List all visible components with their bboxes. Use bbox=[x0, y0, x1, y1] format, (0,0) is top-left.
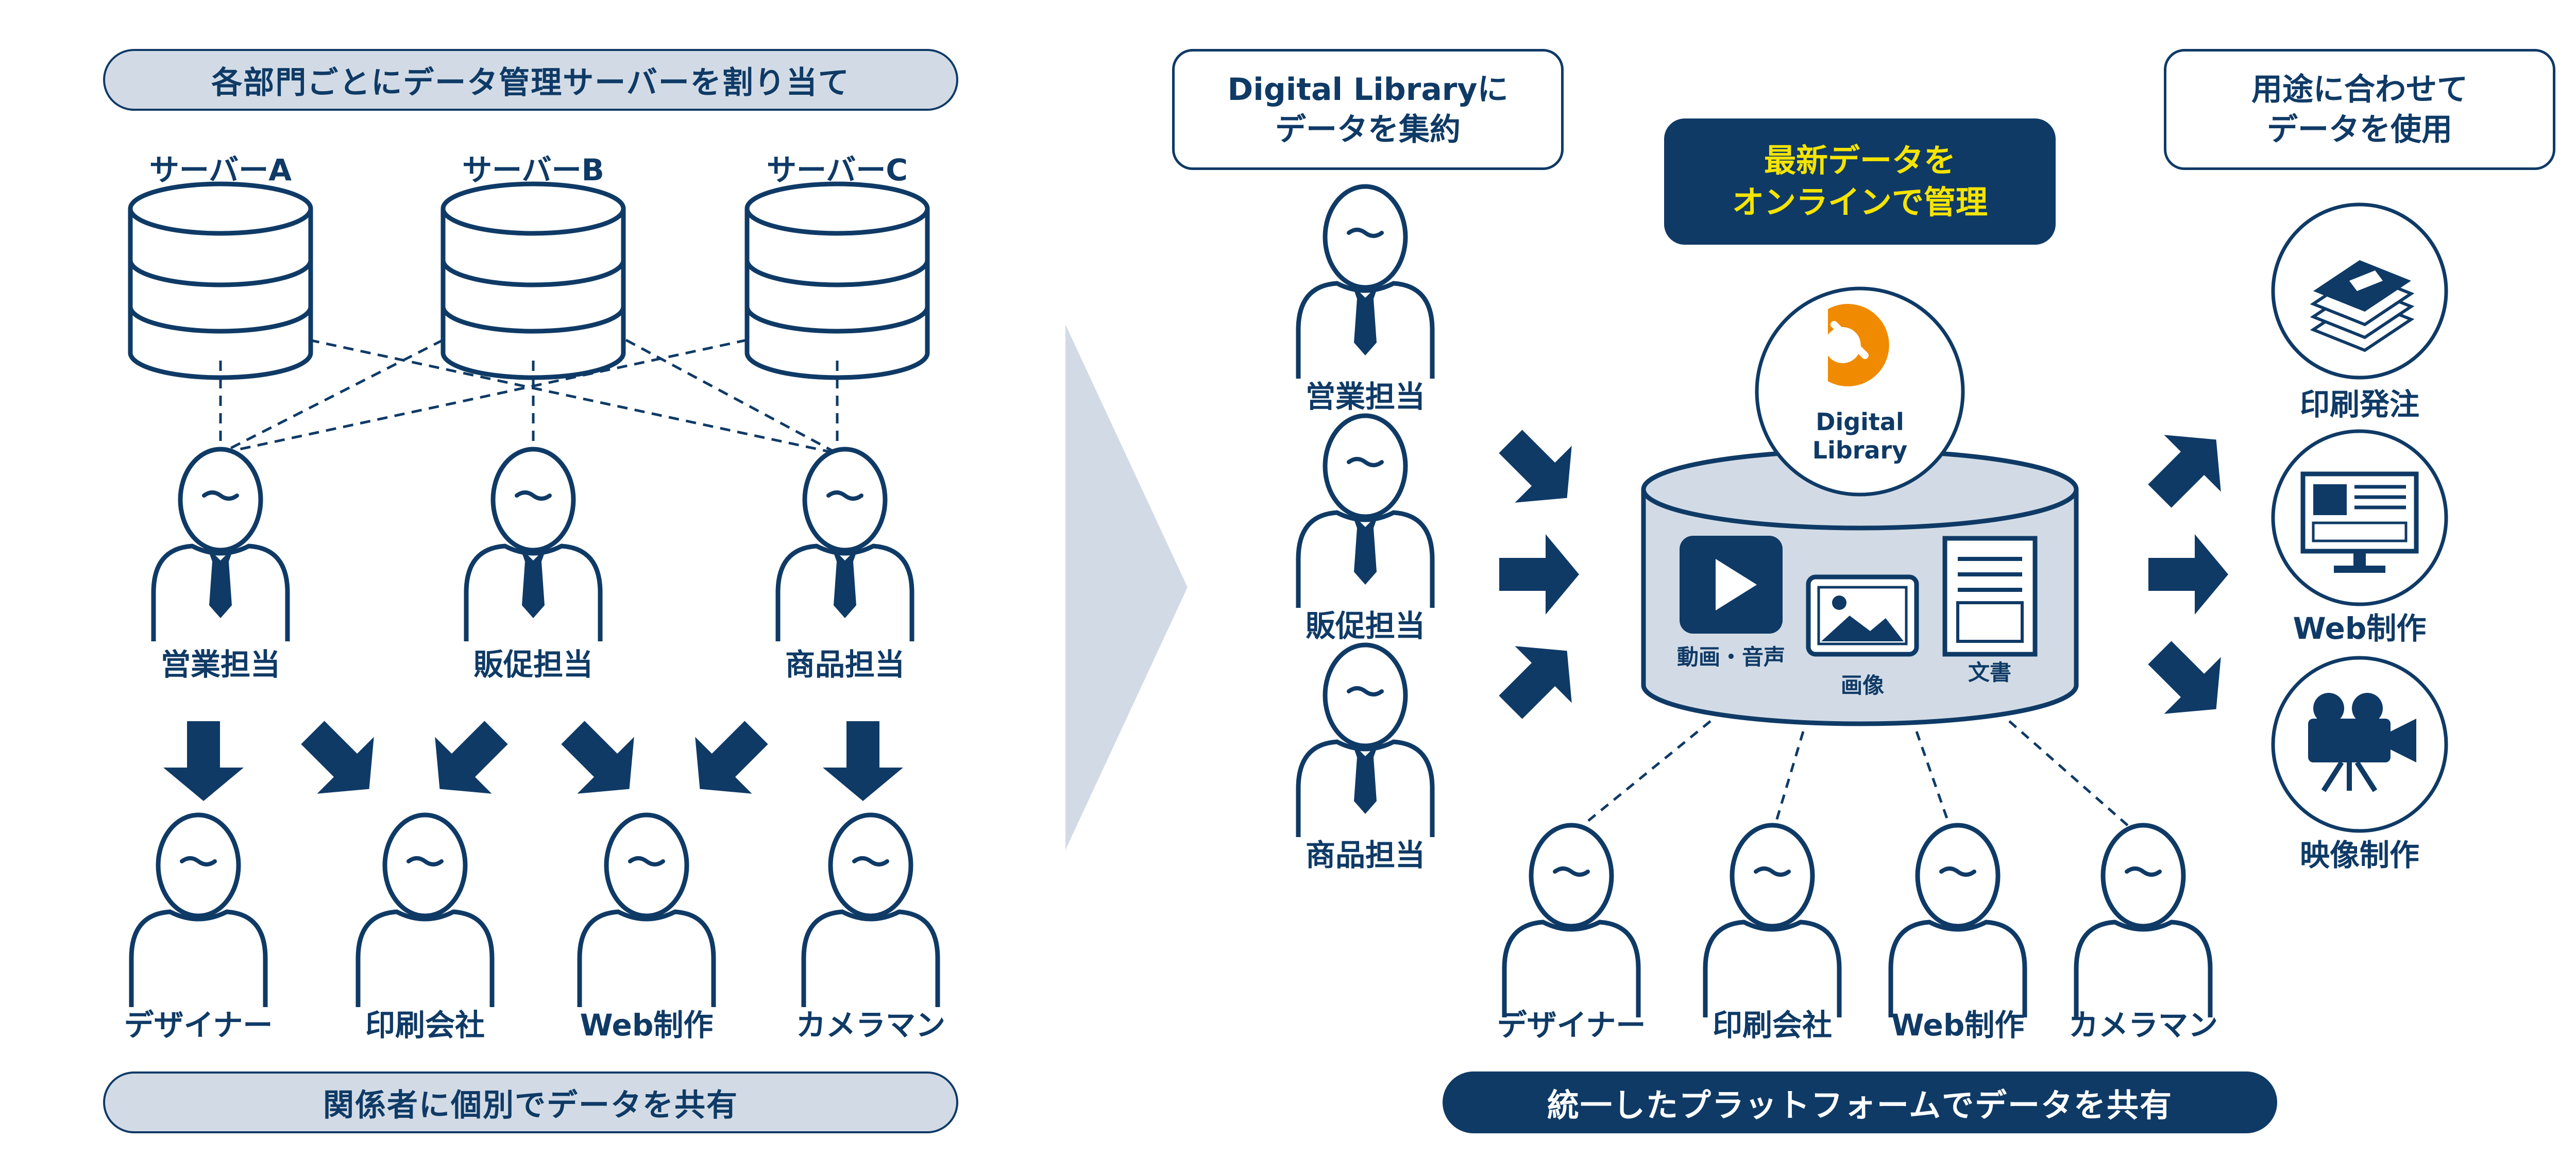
right-camera-icon bbox=[2076, 825, 2210, 1017]
left-partner-camera-label: カメラマン bbox=[796, 1008, 945, 1043]
left-partner-web-label: Web制作 bbox=[580, 1008, 714, 1043]
digital-library-logo bbox=[1755, 286, 1965, 497]
server-c-label: サーバーC bbox=[767, 152, 908, 188]
right-partner-designer-label: デザイナー bbox=[1497, 1008, 1646, 1043]
partner-connections bbox=[1570, 720, 2139, 836]
right-partner-printer-label: 印刷会社 bbox=[1713, 1008, 1832, 1043]
video-camera-icon bbox=[2271, 656, 2448, 833]
right-bottom-banner: 統一したプラットフォームでデータを共有 bbox=[1443, 1071, 2277, 1133]
left-staff-promo-label: 販促担当 bbox=[473, 647, 593, 682]
left-partner-printer-label: 印刷会社 bbox=[365, 1008, 485, 1043]
right-partner-camera-label: カメラマン bbox=[2069, 1008, 2218, 1043]
play-icon bbox=[1680, 536, 1783, 634]
right-sales-staff-icon bbox=[1298, 186, 1432, 379]
left-staff-product-label: 商品担当 bbox=[785, 647, 905, 682]
right-promo-staff-icon bbox=[1298, 416, 1432, 608]
content-video-label: 動画・音声 bbox=[1677, 644, 1785, 670]
manage-box-line2: オンラインで管理 bbox=[1732, 183, 1988, 221]
logo-text-line1: Digital bbox=[1816, 408, 1904, 436]
left-camera-icon bbox=[804, 815, 938, 1007]
image-icon bbox=[1806, 574, 1919, 657]
right-printer-icon bbox=[1705, 825, 1839, 1017]
right-staff-sales-label: 営業担当 bbox=[1306, 379, 1425, 414]
server-b-label: サーバーB bbox=[462, 152, 604, 188]
logo-text-line2: Library bbox=[1812, 436, 1907, 464]
server-connections bbox=[219, 338, 839, 455]
collect-box-line1: Digital Libraryに bbox=[1227, 71, 1509, 108]
right-staff-product-label: 商品担当 bbox=[1306, 838, 1425, 873]
left-distribution-arrows bbox=[163, 704, 903, 818]
left-designer-icon bbox=[131, 815, 265, 1007]
flow-chevron bbox=[1065, 325, 1188, 850]
left-top-banner: 各部門ごとにデータ管理サーバーを割り当て bbox=[103, 49, 958, 111]
left-partner-designer-label: デザイナー bbox=[124, 1008, 273, 1043]
content-image-label: 画像 bbox=[1841, 673, 1884, 698]
use-video-label: 映像制作 bbox=[2300, 838, 2419, 873]
right-staff-promo-label: 販促担当 bbox=[1306, 608, 1425, 643]
manage-box: 最新データを オンラインで管理 bbox=[1664, 118, 2056, 245]
promo-staff-icon bbox=[466, 449, 600, 641]
collect-box-line2: データを集約 bbox=[1275, 111, 1461, 148]
server-b-icon bbox=[443, 184, 623, 378]
manage-box-line1: 最新データを bbox=[1764, 141, 1956, 179]
printed-stack-icon bbox=[2271, 202, 2448, 380]
server-c-icon bbox=[747, 184, 927, 378]
product-staff-icon bbox=[778, 449, 912, 641]
right-web-icon bbox=[1891, 825, 2025, 1017]
use-print-label: 印刷発注 bbox=[2300, 387, 2419, 422]
use-box: 用途に合わせて データを使用 bbox=[2164, 49, 2555, 170]
use-box-line2: データを使用 bbox=[2267, 111, 2452, 148]
right-partner-web-label: Web制作 bbox=[1891, 1008, 2025, 1043]
outbound-arrows bbox=[2131, 411, 2245, 738]
server-a-icon bbox=[130, 184, 311, 378]
left-staff-sales-label: 営業担当 bbox=[161, 647, 280, 682]
left-printer-icon bbox=[358, 815, 492, 1007]
use-web-label: Web制作 bbox=[2293, 611, 2427, 646]
inbound-arrows bbox=[1482, 413, 1596, 736]
document-icon bbox=[1942, 536, 2038, 657]
right-product-staff-icon bbox=[1298, 645, 1432, 837]
collect-box: Digital Libraryに データを集約 bbox=[1172, 49, 1564, 170]
sales-staff-icon bbox=[154, 449, 287, 641]
right-designer-icon bbox=[1504, 825, 1638, 1017]
use-box-line1: 用途に合わせて bbox=[2251, 71, 2468, 108]
server-a-label: サーバーA bbox=[149, 152, 292, 188]
left-web-icon bbox=[580, 815, 714, 1007]
monitor-icon bbox=[2271, 429, 2448, 606]
content-document-label: 文書 bbox=[1968, 660, 2011, 685]
left-bottom-banner: 関係者に個別でデータを共有 bbox=[103, 1071, 958, 1133]
